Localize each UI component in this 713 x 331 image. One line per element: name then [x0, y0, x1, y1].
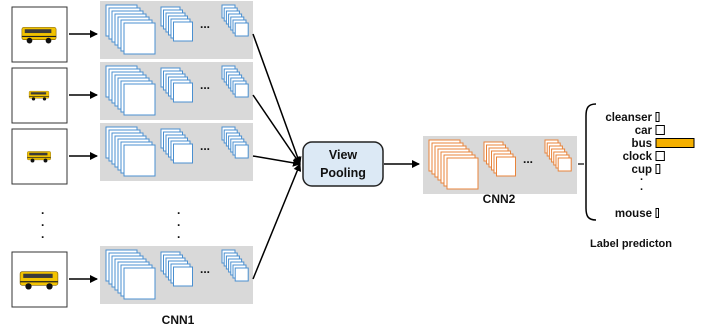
- arrow: [252, 33, 302, 165]
- input-views: [11, 6, 68, 308]
- feature-map: [173, 143, 193, 164]
- feature-map: [173, 82, 193, 103]
- feature-map: [123, 22, 156, 55]
- cnn1-ellipsis: ...: [200, 17, 210, 31]
- prediction-bar: [655, 112, 660, 122]
- prediction-bar: [655, 151, 665, 161]
- gap-dot: .: [177, 227, 180, 241]
- feature-map: [234, 22, 249, 37]
- view-pooling-line2: Pooling: [320, 166, 366, 180]
- prediction-label: cup: [632, 164, 652, 176]
- bus-icon: [28, 90, 50, 101]
- prediction-bar: [655, 138, 695, 148]
- gap-dot: .: [41, 203, 44, 217]
- bus-icon: [19, 271, 59, 290]
- feature-map: [557, 157, 572, 172]
- arrows: [69, 30, 584, 283]
- prediction-dots: ·: [640, 174, 644, 186]
- arrow: [252, 94, 301, 165]
- feature-map: [123, 267, 156, 300]
- prediction-bar: [655, 125, 665, 135]
- view-pooling-box: View Pooling: [302, 141, 384, 187]
- feature-map: [173, 21, 193, 42]
- cnn1-ellipsis: ...: [200, 139, 210, 153]
- cnn1-stacks: ............: [100, 1, 253, 304]
- gap-dot: .: [177, 215, 180, 229]
- prediction-bar: [655, 208, 659, 218]
- bus-icon: [21, 27, 57, 44]
- view-pooling-line1: View: [329, 148, 358, 162]
- feature-map: [123, 83, 156, 116]
- cnn2-stack: ...: [423, 136, 577, 194]
- feature-map: [496, 156, 516, 177]
- prediction-caption: Label predicton: [590, 238, 672, 250]
- prediction-label: cleanser: [605, 112, 652, 124]
- arrow: [252, 155, 301, 167]
- cnn1-ellipsis: ...: [200, 262, 210, 276]
- row-gap-ellipsis: . . . . . .: [41, 203, 180, 241]
- gap-dot: .: [177, 203, 180, 217]
- feature-map: [446, 157, 479, 190]
- cnn2-ellipsis: ...: [523, 152, 533, 166]
- gap-dot: .: [41, 227, 44, 241]
- prediction-bar: [655, 164, 661, 174]
- feature-map: [234, 83, 249, 98]
- prediction-bracket: [585, 103, 597, 221]
- prediction-label: car: [635, 125, 653, 137]
- feature-map: [234, 144, 249, 159]
- feature-map: [234, 267, 249, 282]
- prediction-label: clock: [623, 151, 653, 163]
- prediction-dots: ·: [640, 184, 644, 196]
- prediction-label: mouse: [615, 208, 652, 220]
- arrow: [252, 163, 302, 280]
- gap-dot: .: [41, 215, 44, 229]
- prediction-label: bus: [632, 138, 652, 150]
- cnn2-label: CNN2: [483, 192, 516, 206]
- cnn1-label: CNN1: [162, 313, 195, 327]
- cnn1-ellipsis: ...: [200, 78, 210, 92]
- feature-map: [173, 266, 193, 287]
- bus-icon: [27, 151, 51, 163]
- feature-map: [123, 144, 156, 177]
